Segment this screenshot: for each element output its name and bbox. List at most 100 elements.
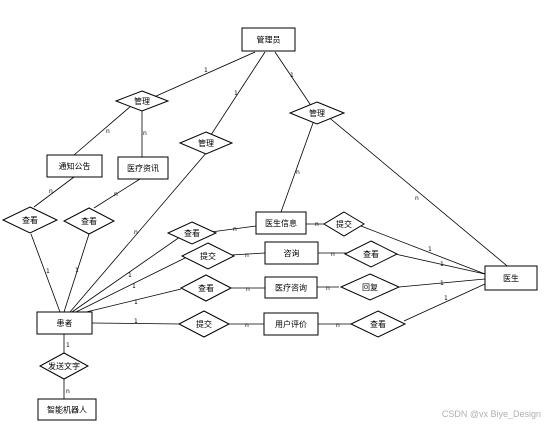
cardinality: n [106, 128, 110, 135]
relation-submit-review-label: 提交 [196, 319, 212, 329]
edge-admin-manage3 [274, 51, 317, 114]
relation-manage-2-label: 管理 [198, 138, 214, 148]
edge-patient-viewmedc [77, 288, 182, 315]
relation-view-medconsult-label: 查看 [198, 283, 214, 293]
edge-patient-viewdoc [71, 231, 188, 313]
cardinality: 1 [234, 90, 238, 97]
edge-manage1-notice [73, 105, 132, 156]
cardinality: n [246, 286, 250, 293]
edge-patient-submitreview [91, 322, 181, 325]
cardinality: n [49, 188, 53, 195]
cardinality: 1 [128, 272, 132, 279]
edge-view-patient1 [30, 233, 61, 313]
cardinality: n [315, 221, 319, 228]
relation-view-medinfo-label: 查看 [81, 216, 97, 226]
relation-submit-review[interactable]: 提交 [177, 310, 231, 338]
entity-patient[interactable]: 患者 [36, 311, 93, 335]
cardinality: n [143, 130, 147, 137]
edge-submitconsult-consult [230, 252, 266, 256]
entity-doctor-label: 医生 [503, 273, 519, 283]
entity-medconsult[interactable]: 医疗咨询 [264, 276, 318, 299]
cardinality: 1 [290, 72, 294, 79]
cardinality: n [233, 226, 237, 233]
relation-submit-consult[interactable]: 提交 [180, 242, 236, 270]
relation-manage-2[interactable]: 管理 [178, 131, 234, 155]
relation-view-docinfo-label: 查看 [184, 228, 200, 238]
edge-submitdoc-doctor [360, 225, 486, 275]
cardinality: 1 [75, 267, 79, 274]
edge-reply-doctor [398, 278, 486, 288]
relation-view-consult-label: 查看 [363, 249, 379, 259]
edge-patient-submitconsult [75, 257, 186, 313]
entity-notice[interactable]: 通知公告 [46, 154, 103, 178]
entity-consult[interactable]: 咨询 [264, 241, 319, 265]
relation-view-notice[interactable]: 查看 [1, 206, 59, 234]
entity-docinfo-label: 医生信息 [265, 218, 297, 228]
relation-view-consult[interactable]: 查看 [343, 240, 399, 268]
relation-view-review-label: 查看 [370, 319, 386, 329]
entity-medinfo[interactable]: 医疗资讯 [117, 156, 169, 180]
entity-docinfo[interactable]: 医生信息 [255, 211, 307, 235]
edge-medinfo-view [93, 178, 141, 209]
relation-manage-1[interactable]: 管理 [114, 90, 170, 112]
relation-reply-label: 回复 [362, 282, 378, 292]
edge-manage2-patient [69, 151, 208, 313]
edge-manage3-doctor [325, 114, 513, 271]
cardinality: 1 [428, 246, 432, 253]
relation-manage-3[interactable]: 管理 [288, 101, 346, 125]
edge-viewdoc-docinfo [210, 225, 257, 233]
edge-viewreview-doctor [403, 283, 486, 322]
cardinality: 1 [132, 283, 136, 290]
entity-review-label: 用户评价 [275, 319, 307, 329]
cardinality: n [134, 229, 138, 236]
entity-admin-label: 管理员 [257, 35, 281, 45]
cardinality: 1 [204, 67, 208, 74]
entity-notice-label: 通知公告 [59, 161, 91, 171]
relation-view-medinfo[interactable]: 查看 [62, 207, 116, 235]
edge-manage3-docinfo [280, 122, 314, 213]
edge-view-patient2 [63, 233, 90, 313]
cardinality: n [66, 388, 70, 395]
cardinality: n [415, 195, 419, 202]
relation-submit-consult-label: 提交 [200, 251, 216, 261]
connector-lines [30, 51, 513, 399]
cardinality: n [245, 322, 249, 329]
edge-admin-manage2 [206, 51, 266, 142]
cardinality: 1 [46, 268, 50, 275]
watermark-text: CSDN @vx Biye_Design [442, 409, 541, 419]
relation-send-text-label: 发送文字 [48, 361, 80, 371]
entity-medinfo-label: 医疗资讯 [127, 163, 159, 173]
cardinality: n [245, 252, 249, 259]
relation-view-docinfo[interactable]: 查看 [166, 221, 218, 245]
entity-robot-label: 智能机器人 [47, 405, 87, 415]
cardinality: 1 [134, 299, 138, 306]
edge-notice-view [33, 176, 75, 208]
relation-reply[interactable]: 回复 [339, 273, 401, 301]
cardinality: 1 [134, 318, 138, 325]
cardinality: n [296, 169, 300, 176]
relation-view-medconsult[interactable]: 查看 [179, 274, 233, 302]
cardinality: n [331, 251, 335, 258]
relation-send-text[interactable]: 发送文字 [38, 352, 90, 380]
edge-viewconsult-doctor [394, 253, 486, 275]
relation-submit-docinfo[interactable]: 提交 [323, 211, 365, 237]
entity-medconsult-label: 医疗咨询 [275, 283, 307, 293]
entity-consult-label: 咨询 [284, 248, 300, 258]
cardinality-labels: 1 n n 1 n 1 n n n 1 n 1 1 n n 1 1 n n 1 … [46, 67, 448, 395]
cardinality: 1 [440, 261, 444, 268]
cardinality: n [114, 191, 118, 198]
cardinality: 1 [440, 280, 444, 287]
edge-admin-manage1 [144, 51, 256, 102]
relation-submit-docinfo-label: 提交 [336, 219, 352, 229]
cardinality: 1 [444, 295, 448, 302]
entity-robot[interactable]: 智能机器人 [37, 398, 97, 421]
relation-manage-1-label: 管理 [134, 96, 150, 106]
cardinality: n [336, 322, 340, 329]
relation-view-review[interactable]: 查看 [349, 310, 407, 338]
entity-admin[interactable]: 管理员 [241, 27, 296, 52]
entity-review[interactable]: 用户评价 [263, 312, 319, 336]
relation-manage-3-label: 管理 [309, 108, 325, 118]
entity-doctor[interactable]: 医生 [484, 265, 538, 291]
cardinality: n [326, 285, 330, 292]
